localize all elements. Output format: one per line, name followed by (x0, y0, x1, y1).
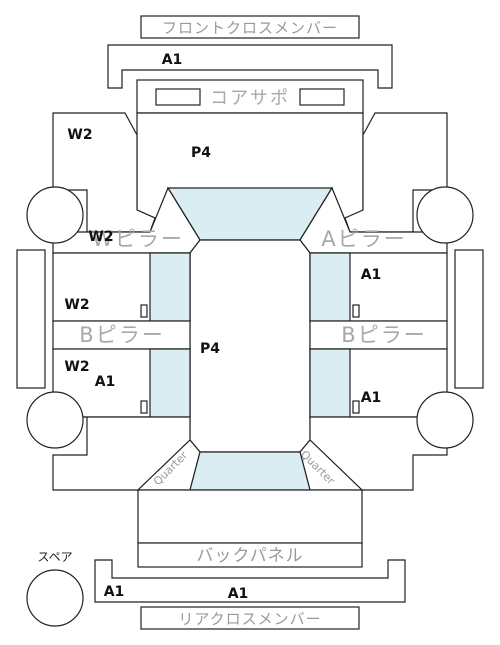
rear-cross-member-label: リアクロスメンバー (178, 610, 321, 628)
roof-code: P4 (200, 341, 220, 357)
left-rear-door-handle (140, 400, 148, 414)
right-b-pillar-label: Bピラー (341, 323, 426, 347)
trunk-lid (137, 489, 363, 544)
wheel-front-left (26, 186, 84, 244)
left-rear-quarter (52, 416, 191, 491)
front-cross-member-label: フロントクロスメンバー (162, 19, 338, 37)
front-floor-code: P4 (191, 145, 211, 161)
left-front-door-handle (140, 304, 148, 318)
core-support-label: コアサポ (210, 88, 290, 109)
right-rear-window (309, 348, 351, 418)
right-a-pillar-label: Aピラー (321, 227, 406, 251)
rear-member-center-code: A1 (228, 586, 249, 602)
rear-door-left-a-code: A1 (95, 374, 116, 390)
left-front-window (149, 252, 191, 322)
front-member-code: A1 (162, 52, 183, 68)
rear-member-outline (94, 559, 406, 603)
front-cross-member-box (140, 15, 360, 39)
front-fender-left-code: W2 (67, 127, 92, 143)
front-door-right-code: A1 (361, 267, 382, 283)
left-rear-window (149, 348, 191, 418)
spare-label: スペア (37, 550, 72, 564)
back-panel-box (137, 542, 363, 568)
left-a-pillar-label: Wピラー (92, 227, 184, 251)
left-headlight (155, 88, 201, 106)
right-front-window (309, 252, 351, 322)
a-pillar-left-code: W2 (88, 229, 113, 245)
rear-door-right-code: A1 (361, 390, 382, 406)
front-member-outline (107, 44, 393, 89)
right-headlight (299, 88, 345, 106)
rear-cross-member-box (140, 606, 360, 630)
right-front-door-handle (352, 304, 360, 318)
back-panel-label: バックパネル (196, 546, 303, 566)
right-rear-door-handle (352, 400, 360, 414)
front-door-left-code: W2 (64, 297, 89, 313)
wheel-front-right (416, 186, 474, 244)
left-b-pillar-label: Bピラー (79, 323, 164, 347)
right-side-sill (454, 249, 484, 389)
left-side-sill (16, 249, 46, 389)
rear-door-left-w-code: W2 (64, 359, 89, 375)
wheel-rear-left (26, 391, 84, 449)
wheel-rear-right (416, 391, 474, 449)
rear-member-left-code: A1 (104, 584, 125, 600)
spare-tire (26, 569, 84, 627)
rear-windshield (189, 451, 311, 491)
